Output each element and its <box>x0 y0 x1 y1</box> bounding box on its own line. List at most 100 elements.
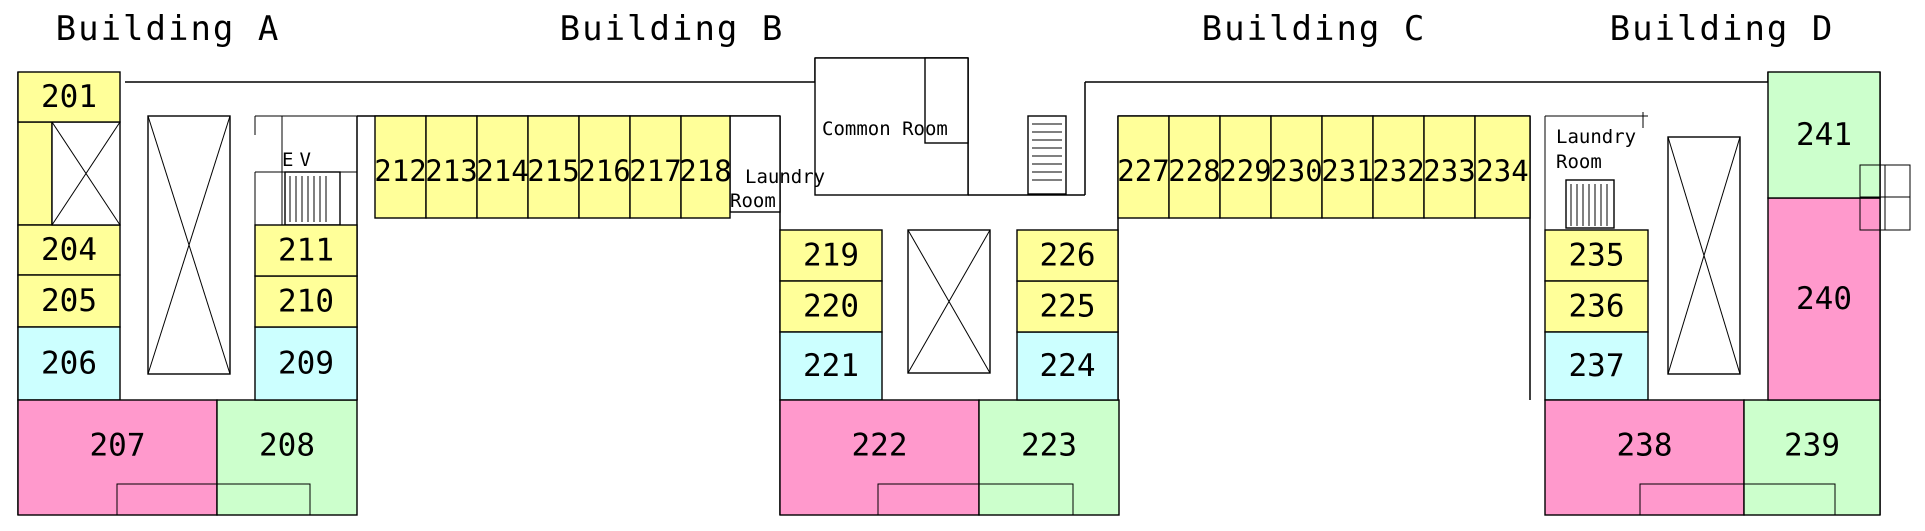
room-228[interactable]: 228 <box>1168 115 1221 219</box>
room-236[interactable]: 236 <box>1544 280 1649 333</box>
room-211-number: 211 <box>278 233 334 269</box>
entrance-details <box>116 164 1911 516</box>
room-208-area <box>216 399 358 516</box>
room-234[interactable]: 234 <box>1474 115 1531 219</box>
room-219[interactable]: 219 <box>779 229 883 282</box>
room-215[interactable]: 215 <box>527 115 580 219</box>
room-241-number: 241 <box>1796 117 1852 153</box>
room-224-number: 224 <box>1040 348 1096 384</box>
common-room: Common Room <box>814 57 969 196</box>
room-209-number: 209 <box>278 346 334 382</box>
room-232-area <box>1372 115 1425 219</box>
room-241[interactable]: 241 <box>1767 71 1881 199</box>
room-205[interactable]: 205 <box>17 274 121 328</box>
room-239[interactable]: 239 <box>1743 399 1881 516</box>
room-238[interactable]: 238 <box>1544 399 1745 516</box>
room-215-number: 215 <box>527 154 579 188</box>
room-205-number: 205 <box>41 283 97 319</box>
room-207-number: 207 <box>90 428 146 464</box>
room-208[interactable]: 208 <box>216 399 358 516</box>
room-219-number: 219 <box>803 238 859 274</box>
room-220-area <box>779 280 883 333</box>
room-217-number: 217 <box>629 154 681 188</box>
room-230-number: 230 <box>1270 154 1322 188</box>
room-229-area <box>1219 115 1272 219</box>
stairs-a <box>284 171 341 226</box>
room-210[interactable]: 210 <box>254 275 358 328</box>
room-222-number: 222 <box>852 428 908 464</box>
room-206[interactable]: 206 <box>17 326 121 401</box>
room-231[interactable]: 231 <box>1321 115 1374 219</box>
room-212[interactable]: 212 <box>374 115 427 219</box>
room-215-area <box>527 115 580 219</box>
room-211[interactable]: 211 <box>254 224 358 277</box>
room-238-number: 238 <box>1617 428 1673 464</box>
room-217[interactable]: 217 <box>629 115 682 219</box>
room-240[interactable]: 240 <box>1767 197 1881 401</box>
room-208-number: 208 <box>259 428 315 464</box>
room-237[interactable]: 237 <box>1544 331 1649 401</box>
room-205-area <box>17 274 121 328</box>
room-213[interactable]: 213 <box>425 115 478 219</box>
room-239-number: 239 <box>1784 428 1840 464</box>
room-216[interactable]: 216 <box>578 115 631 219</box>
room-201-number: 201 <box>41 79 97 115</box>
room-240-number: 240 <box>1796 281 1852 317</box>
stairs-d <box>1565 179 1615 229</box>
room-221-number: 221 <box>803 348 859 384</box>
elevator-shaft-center <box>907 229 991 374</box>
room-229-number: 229 <box>1219 154 1271 188</box>
room-209-area <box>254 326 358 401</box>
room-226[interactable]: 226 <box>1016 229 1119 282</box>
room-211-area <box>254 224 358 277</box>
room-237-area <box>1544 331 1649 401</box>
room-227-number: 227 <box>1117 154 1169 188</box>
room-230[interactable]: 230 <box>1270 115 1323 219</box>
room-204-number: 204 <box>41 232 97 268</box>
stairs-center <box>1027 115 1067 195</box>
room-220-number: 220 <box>803 289 859 325</box>
room-223[interactable]: 223 <box>978 399 1120 516</box>
room-233-number: 233 <box>1423 154 1475 188</box>
elevator-shaft-d <box>1667 136 1741 375</box>
room-225[interactable]: 225 <box>1016 280 1119 333</box>
room-224[interactable]: 224 <box>1016 331 1119 401</box>
room-218-area <box>680 115 731 219</box>
room-206-number: 206 <box>41 346 97 382</box>
room-239-area <box>1743 399 1881 516</box>
room-233[interactable]: 233 <box>1423 115 1476 219</box>
room-232[interactable]: 232 <box>1372 115 1425 219</box>
room-236-number: 236 <box>1569 289 1625 325</box>
room-221[interactable]: 221 <box>779 331 883 401</box>
room-235[interactable]: 235 <box>1544 229 1649 282</box>
room-218[interactable]: 218 <box>679 115 732 219</box>
room-214[interactable]: 214 <box>476 115 529 219</box>
room-213-area <box>425 115 478 219</box>
room-218-number: 218 <box>679 154 731 188</box>
laundry-room-b: Laundry Room <box>729 115 825 213</box>
room-206-area <box>17 326 121 401</box>
room-220[interactable]: 220 <box>779 280 883 333</box>
room-229[interactable]: 229 <box>1219 115 1272 219</box>
room-222[interactable]: 222 <box>779 399 980 516</box>
room-204[interactable]: 204 <box>17 224 121 276</box>
room-234-area <box>1474 115 1531 219</box>
room-201[interactable]: 201 <box>17 71 121 123</box>
svg-text:Room: Room <box>730 190 776 212</box>
room-209[interactable]: 209 <box>254 326 358 401</box>
room-223-number: 223 <box>1021 428 1077 464</box>
room-227[interactable]: 227 <box>1117 115 1170 219</box>
room-222-area <box>779 399 980 516</box>
room-241-area <box>1767 71 1881 199</box>
room-231-number: 231 <box>1321 154 1373 188</box>
svg-text:Laundry: Laundry <box>745 166 825 188</box>
room-210-area <box>254 275 358 328</box>
elevator-shaft-a <box>147 115 231 375</box>
room-235-area <box>1544 229 1649 282</box>
room-226-area <box>1016 229 1119 282</box>
svg-text:Room: Room <box>1556 151 1602 173</box>
room-212-number: 212 <box>374 154 426 188</box>
room-214-number: 214 <box>476 154 528 188</box>
shaft-201 <box>51 121 121 226</box>
